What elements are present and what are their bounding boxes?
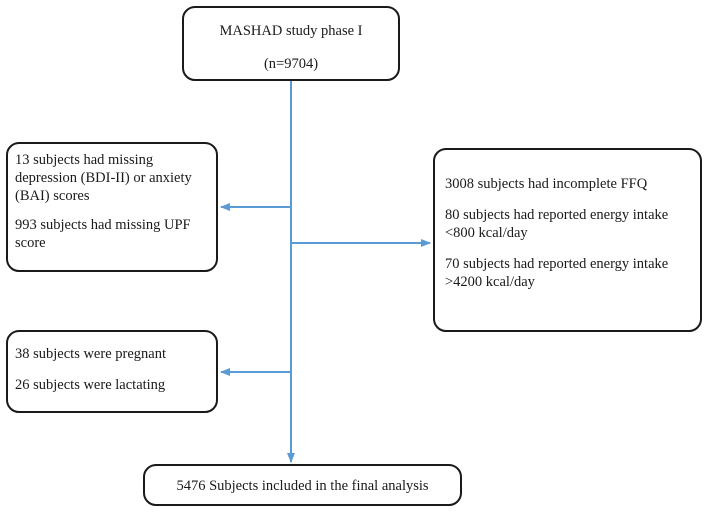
high-energy-text: 70 subjects had reported energy intake >… xyxy=(445,256,669,290)
missing-upf-text: 993 subjects had missing UPF score xyxy=(15,217,191,251)
study-population-box: MASHAD study phase I (n=9704) xyxy=(182,6,400,81)
lactating-text: 26 subjects were lactating xyxy=(15,377,166,393)
incomplete-ffq-text: 3008 subjects had incomplete FFQ xyxy=(445,176,648,192)
study-title: MASHAD study phase I xyxy=(219,23,363,39)
exclusion-pregnancy-box: 38 subjects were pregnant 26 subjects we… xyxy=(6,330,218,413)
study-count: (n=9704) xyxy=(263,56,319,72)
pregnant-text: 38 subjects were pregnant xyxy=(15,346,166,362)
final-analysis-text: 5476 Subjects included in the final anal… xyxy=(176,478,429,494)
exclusion-missing-scores-box: 13 subjects had missing depression (BDI-… xyxy=(6,142,218,272)
final-analysis-box: 5476 Subjects included in the final anal… xyxy=(143,464,462,506)
exclusion-dietary-box: 3008 subjects had incomplete FFQ 80 subj… xyxy=(433,148,702,332)
missing-depression-anxiety-text: 13 subjects had missing depression (BDI-… xyxy=(15,152,192,204)
low-energy-text: 80 subjects had reported energy intake <… xyxy=(445,207,669,241)
